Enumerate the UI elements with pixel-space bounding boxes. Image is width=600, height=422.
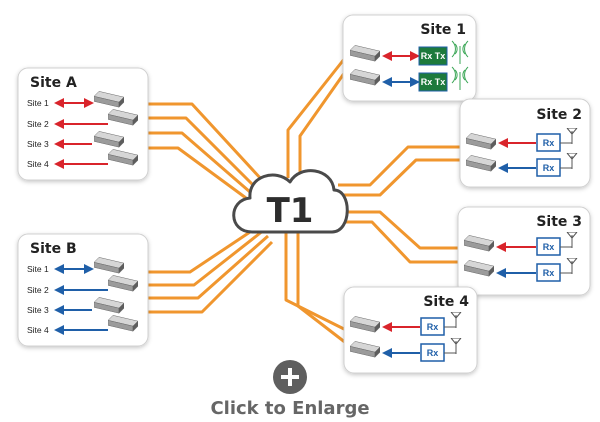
rx-tx-box (418, 46, 448, 66)
rx-label: Rx (543, 163, 555, 173)
trunk-line (338, 158, 462, 197)
site-3-panel: Site 3 Rx Rx (457, 206, 591, 296)
rx-label: Rx (543, 138, 555, 148)
site-2-title: Site 2 (536, 107, 582, 123)
rx-label: Rx (543, 242, 555, 252)
rx-tx-label: Rx Tx (421, 51, 446, 61)
site-b-row-label: Site 3 (27, 305, 49, 315)
trunk-line (284, 232, 347, 332)
rx-label: Rx (543, 268, 555, 278)
trunk-line (148, 222, 263, 274)
site-1-title: Site 1 (420, 22, 466, 38)
site-b-row-label: Site 4 (27, 325, 49, 335)
wireless-antenna-icon (451, 40, 469, 64)
site-a-row-label: Site 2 (27, 119, 49, 129)
site-a-row-label: Site 3 (27, 139, 49, 149)
site-a-row-label: Site 4 (27, 159, 49, 169)
site-b-row-label: Site 1 (27, 264, 49, 274)
site-3-title: Site 3 (536, 214, 582, 230)
rx-label: Rx (427, 348, 439, 358)
site-4-title: Site 4 (423, 294, 469, 310)
site-2-panel: Site 2 Rx Rx (459, 98, 591, 188)
enlarge-label[interactable]: Click to Enlarge (210, 398, 369, 419)
rx-tx-box (418, 72, 448, 92)
site-a-title: Site A (30, 75, 77, 91)
trunk-line (148, 131, 251, 194)
rx-tx-label: Rx Tx (421, 77, 446, 87)
t1-cloud: T1 (232, 169, 349, 234)
trunk-line (338, 220, 460, 264)
site-a-row-label: Site 1 (27, 98, 49, 108)
site-b-row-label: Site 2 (27, 285, 49, 295)
trunk-line (148, 102, 264, 182)
site-b-panel: Site B Site 1 Site 2 Site 3 Site 4 (17, 233, 149, 347)
trunk-lines (148, 57, 462, 345)
trunk-line (338, 145, 462, 187)
trunk-line (148, 234, 269, 300)
trunk-line (296, 232, 347, 345)
cloud-label: T1 (267, 191, 314, 231)
trunk-line (338, 210, 460, 250)
rx-label: Rx (427, 322, 439, 332)
site-1-panel: Site 1 Rx Tx Rx Tx (342, 14, 477, 102)
site-4-panel: Site 4 Rx Rx (343, 286, 478, 374)
site-a-panel: Site A Site 1 Site 2 Site 3 Site 4 (17, 67, 149, 181)
trunk-line (298, 71, 347, 178)
trunk-line (148, 146, 247, 200)
cloud-icon (232, 169, 349, 234)
trunk-line (286, 57, 347, 178)
wireless-antenna-icon (451, 66, 469, 90)
trunk-line (148, 240, 274, 314)
site-b-title: Site B (30, 241, 77, 257)
enlarge-button[interactable]: Click to Enlarge (210, 360, 370, 419)
trunk-line (148, 228, 265, 287)
trunk-line (148, 116, 256, 188)
